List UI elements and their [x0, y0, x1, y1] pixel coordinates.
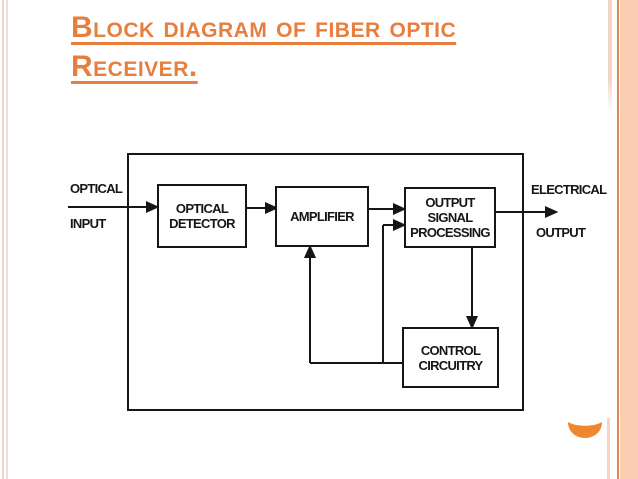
corner-halfmoon-decoration	[568, 422, 602, 438]
right-border-pale-line-top	[608, 0, 612, 112]
left-border-line-outer	[2, 0, 4, 479]
osp-to-control-arrowhead	[465, 316, 479, 330]
control-to-osp-arrowhead	[393, 218, 407, 232]
label-output: OUTPUT	[536, 225, 586, 240]
slide-title: Block diagram of fiber optic Receiver.	[71, 8, 571, 86]
block-output-signal-processing: OUTPUT SIGNAL PROCESSING	[404, 187, 496, 248]
right-border-band	[620, 0, 638, 479]
slide-title-line1: Block diagram of fiber optic	[71, 11, 457, 44]
block-amplifier: AMPLIFIER	[275, 186, 369, 247]
electrical-output-arrowhead	[545, 205, 559, 219]
control-to-amplifier-arrowhead	[303, 244, 317, 258]
label-input: INPUT	[70, 216, 106, 231]
label-optical: OPTICAL	[70, 181, 123, 196]
receiver-outer-box	[127, 153, 524, 411]
block-optical-detector: OPTICAL DETECTOR	[157, 184, 247, 248]
right-border-pale-line-bottom	[607, 418, 610, 479]
detector-to-amplifier-arrowhead	[265, 201, 279, 215]
left-border-line-inner	[6, 0, 8, 479]
optical-input-arrowhead	[146, 200, 160, 214]
label-electrical: ELECTRICAL	[531, 182, 607, 197]
slide-title-line2: Receiver.	[71, 50, 198, 83]
block-control-circuitry: CONTROL CIRCUITRY	[402, 327, 499, 388]
halfmoon-shape	[568, 422, 602, 438]
right-border-accent-line	[617, 0, 619, 479]
amplifier-to-osp-arrowhead	[393, 202, 407, 216]
